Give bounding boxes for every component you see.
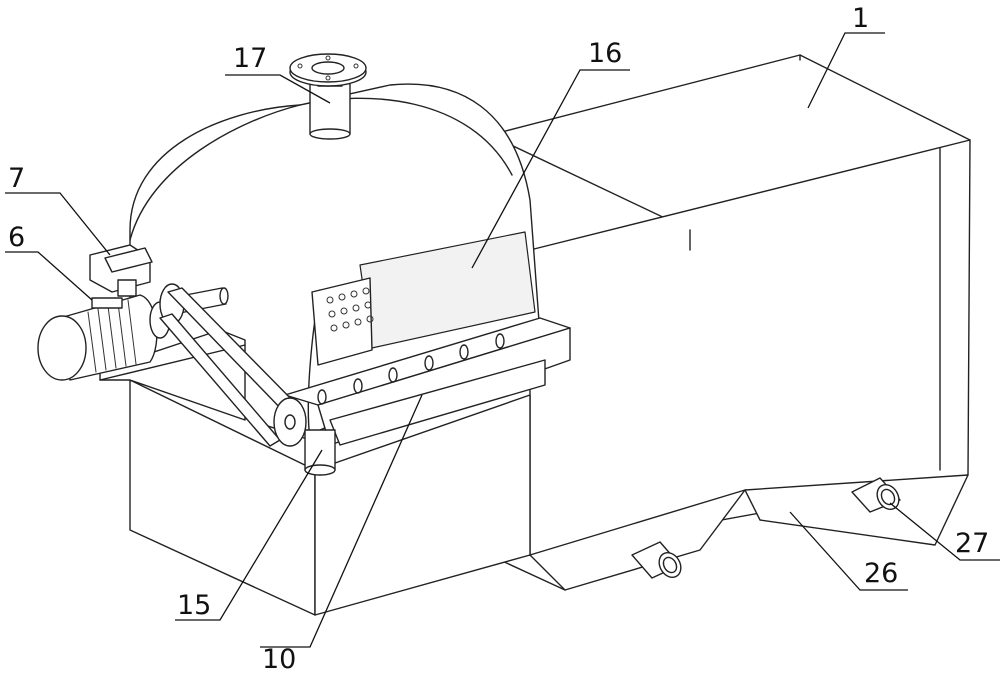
trough-holes <box>317 333 505 405</box>
leader-26 <box>789 511 908 591</box>
callout-17: 17 <box>233 43 267 74</box>
motor-end-cap <box>37 315 87 381</box>
screen-window <box>311 231 536 366</box>
leader-16 <box>471 69 630 269</box>
callout-26: 26 <box>864 558 898 589</box>
discharge-pipe <box>304 429 336 476</box>
outlet-pipe-right <box>851 477 901 513</box>
leader-1 <box>807 32 885 109</box>
callout-27: 27 <box>955 528 989 559</box>
reducer <box>89 244 153 297</box>
leader-17 <box>225 74 331 104</box>
lower-housing <box>129 379 531 616</box>
hopper-bottoms <box>499 474 969 591</box>
collecting-trough <box>284 317 571 446</box>
leader-6 <box>5 251 93 301</box>
callout-10: 10 <box>262 644 296 675</box>
trough-lower <box>329 359 546 446</box>
hopper-left <box>529 489 746 591</box>
callout-7: 7 <box>8 163 25 194</box>
hopper-right <box>744 474 969 546</box>
leader-27 <box>889 502 1000 561</box>
callout-1: 1 <box>852 3 869 34</box>
leader-lines <box>5 32 1000 648</box>
inlet-pipe <box>289 53 367 140</box>
leader-10 <box>260 394 423 648</box>
callout-6: 6 <box>8 222 25 253</box>
outlet-pipe-left <box>631 541 682 579</box>
leader-15 <box>175 449 323 621</box>
callout-15: 15 <box>177 590 211 621</box>
motor-fins <box>87 299 137 373</box>
driven-pulley <box>273 397 307 447</box>
callout-16: 16 <box>588 38 622 69</box>
leader-7 <box>5 192 111 256</box>
housing-side <box>314 394 531 616</box>
callout-labels: 1 6 7 10 15 16 17 26 27 <box>8 3 989 675</box>
screen-holes <box>326 287 374 332</box>
belt-drive <box>159 283 307 447</box>
